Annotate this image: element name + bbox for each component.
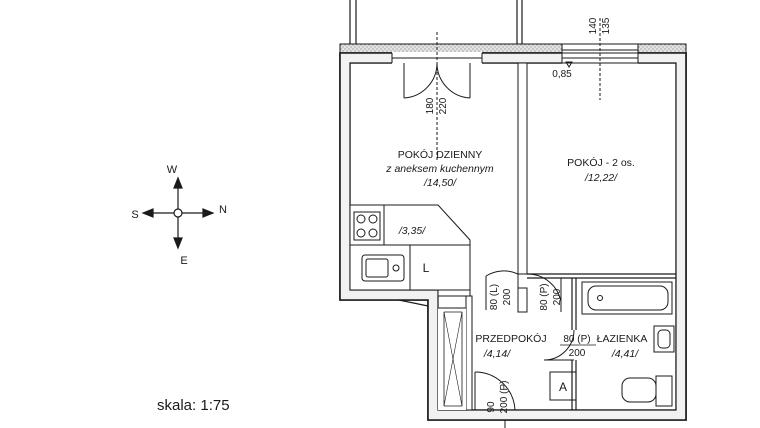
- cabinet-a: [549, 371, 577, 401]
- washbasin-icon: [653, 325, 675, 353]
- bath-door-height: 200: [569, 348, 586, 359]
- living-room-subtitle: z aneksem kuchennym: [385, 163, 494, 175]
- balcony-door-height: 220: [438, 97, 449, 114]
- compass-north: N: [219, 204, 227, 216]
- bedroom-window: [561, 18, 639, 100]
- hall-area: /4,14/: [483, 348, 511, 360]
- compass-south: S: [131, 209, 138, 221]
- window-parapet: 0,85: [552, 69, 572, 80]
- partition-living-bedroom: [517, 62, 528, 275]
- entry-door-width: 90: [486, 401, 497, 413]
- balcony-door-width: 180: [425, 97, 436, 114]
- fridge-label: L: [423, 261, 430, 275]
- living-room-area: /14,50/: [423, 177, 457, 189]
- door-bath: [543, 329, 575, 361]
- window-height: 140: [588, 17, 599, 34]
- sink-icon: [361, 254, 405, 282]
- bath-name: ŁAZIENKA: [597, 333, 648, 345]
- bathtub-icon: [581, 281, 673, 315]
- compass-east: E: [180, 255, 187, 267]
- bedroom-name: POKÓJ - 2 os.: [567, 156, 635, 169]
- bedroom-door-height: 200: [552, 288, 563, 305]
- balcony-door: [391, 32, 483, 160]
- door-bedroom: [526, 273, 562, 312]
- living-door-height: 200: [502, 288, 513, 305]
- kitchen-area: /3,35/: [398, 225, 426, 237]
- cabinet-a-label: A: [559, 380, 567, 394]
- compass-icon: [141, 176, 215, 250]
- living-room-name: POKÓJ DZIENNY: [398, 148, 483, 161]
- hall-name: PRZEDPOKÓJ: [475, 332, 546, 345]
- cooktop-icon: [353, 211, 381, 241]
- toilet-icon: [621, 375, 673, 407]
- window-sill: 135: [601, 17, 612, 34]
- bedroom-door-width: 80 (P): [539, 283, 550, 310]
- compass-west: W: [167, 164, 178, 176]
- bath-door-width: 80 (P): [563, 334, 590, 345]
- scale-label: skala: 1:75: [157, 397, 230, 414]
- entry-door-height: 200 (P): [499, 381, 510, 414]
- door-living: [485, 270, 519, 312]
- bedroom-area: /12,22/: [584, 172, 618, 184]
- living-door-width: 80 (L): [489, 284, 500, 310]
- balcony-railing: [349, 0, 523, 44]
- door-entry: [474, 371, 516, 428]
- bath-area: /4,41/: [611, 348, 639, 360]
